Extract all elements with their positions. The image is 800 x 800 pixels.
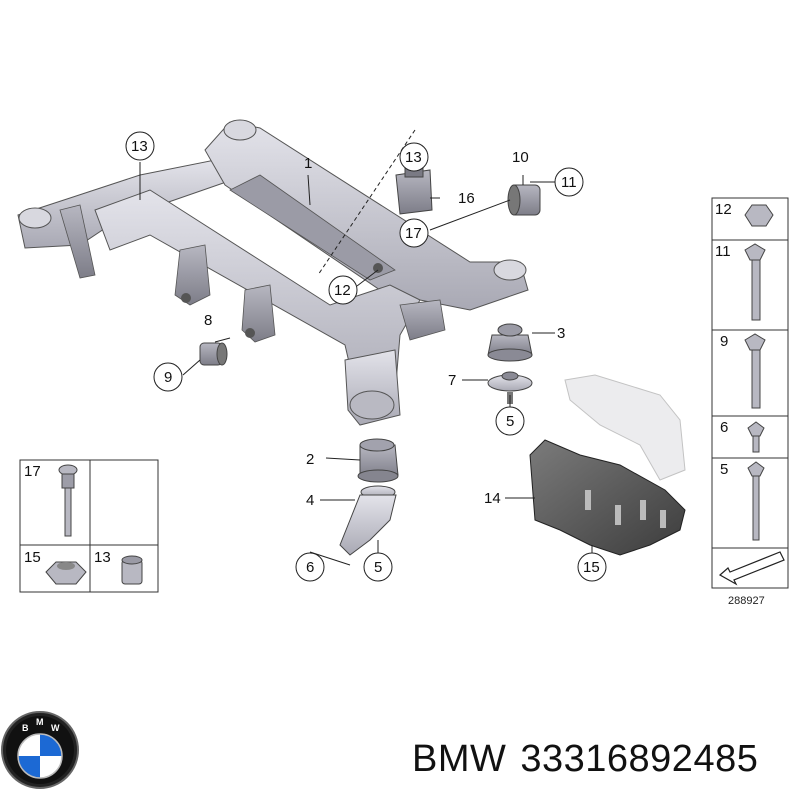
callout-1: 1	[304, 155, 312, 172]
legend-right-5: 5	[720, 461, 728, 478]
rear-subframe	[17, 119, 529, 426]
callout-13-top: 13	[405, 149, 422, 166]
legend-left-15: 15	[24, 549, 41, 566]
part-number: 33316892485	[520, 738, 759, 780]
leader-lines	[139, 129, 593, 566]
protection-plate-14	[529, 439, 686, 556]
callout-2: 2	[306, 451, 314, 468]
svg-text:W: W	[51, 723, 60, 733]
legend-right-9: 9	[720, 333, 728, 350]
control-arm	[564, 374, 686, 481]
legend-right-12: 12	[715, 201, 732, 218]
brand-name: BMW	[412, 738, 507, 780]
legend-right-11: 11	[715, 243, 731, 260]
rubber-mount-2	[357, 438, 399, 483]
callout-4: 4	[306, 492, 314, 509]
callout-9: 9	[164, 369, 172, 386]
callout-8: 8	[204, 312, 212, 329]
callout-15: 15	[583, 559, 600, 576]
bushing-9	[199, 342, 228, 366]
bushing-10	[507, 184, 541, 216]
legend-right-6: 6	[720, 419, 728, 436]
callout-11: 11	[561, 174, 577, 191]
bmw-roundel-logo: B M W	[1, 711, 79, 789]
callouts: 1 13 8 9 12 13 16 17 10 11 3 7 5 2 4 6 5…	[125, 131, 607, 582]
legend-left-17: 17	[24, 463, 41, 480]
part-title: BMW 33316892485	[412, 738, 772, 781]
callout-6: 6	[306, 559, 314, 576]
legend-left-13: 13	[94, 549, 111, 566]
callout-10: 10	[512, 149, 529, 166]
rubber-mount-3	[487, 323, 533, 362]
callout-14: 14	[484, 490, 501, 507]
callout-13-left: 13	[131, 138, 148, 155]
callout-5-right: 5	[506, 413, 514, 430]
washer-7	[487, 371, 533, 392]
svg-text:B: B	[22, 723, 29, 733]
support-4	[339, 485, 397, 556]
direction-arrow-icon	[718, 551, 785, 586]
legend-right: 12 11 9 6 5 288927	[711, 197, 789, 607]
callout-7: 7	[448, 372, 456, 389]
legend-left: 17 15 13	[19, 459, 159, 593]
callout-17: 17	[405, 225, 422, 242]
callout-12: 12	[334, 282, 351, 299]
callout-3: 3	[557, 325, 565, 342]
callout-5-bottom: 5	[374, 559, 382, 576]
callout-16: 16	[458, 190, 475, 207]
svg-text:M: M	[36, 717, 44, 727]
reference-number: 288927	[728, 595, 765, 607]
bracket-16	[395, 164, 433, 215]
